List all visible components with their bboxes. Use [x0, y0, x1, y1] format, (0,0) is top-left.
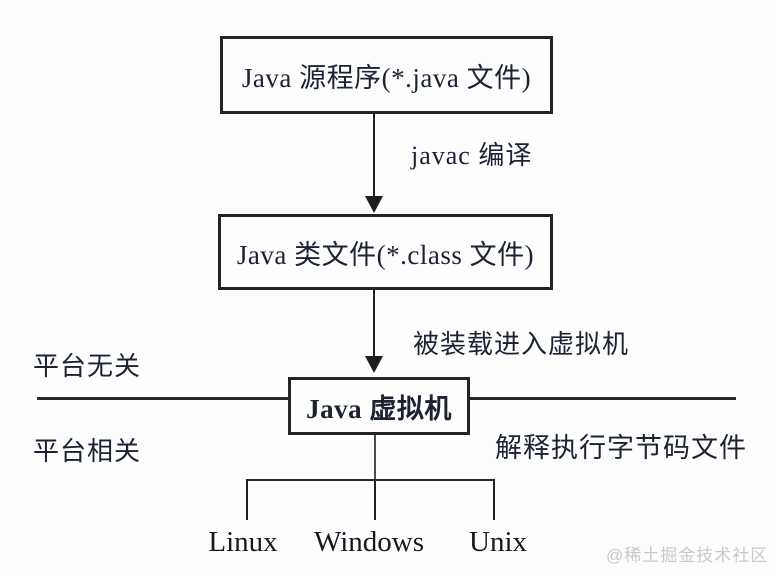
tree-crossbar-line	[246, 479, 495, 481]
node-java-class: Java 类文件(*.class 文件)	[218, 214, 553, 290]
divider-line-left	[37, 397, 288, 400]
load-edge-label: 被装载进入虚拟机	[413, 330, 630, 359]
node-java-source: Java 源程序(*.java 文件)	[220, 36, 553, 114]
node-java-class-label: Java 类文件(*.class 文件)	[236, 239, 535, 270]
divider-line-right	[470, 397, 736, 400]
compile-arrow-line	[373, 114, 375, 197]
tree-branch-middle-line	[374, 479, 376, 520]
watermark: @稀土掘金技术社区	[606, 546, 769, 565]
tree-branch-right-line	[493, 479, 495, 520]
platform-dependent-label: 平台相关	[33, 437, 142, 466]
platform-label-unix: Unix	[469, 526, 527, 558]
node-jvm-label: Java 虚拟机	[306, 393, 452, 424]
platform-label-linux: Linux	[208, 526, 278, 558]
load-arrow-line	[373, 290, 375, 357]
tree-branch-left-line	[246, 479, 248, 520]
arrow-down-icon	[365, 356, 383, 373]
arrow-down-icon	[365, 196, 383, 213]
node-jvm: Java 虚拟机	[288, 377, 470, 435]
interpret-edge-label: 解释执行字节码文件	[495, 433, 747, 463]
platform-label-windows: Windows	[314, 526, 424, 558]
platform-independent-label: 平台无关	[33, 352, 142, 381]
compile-edge-label: javac 编译	[411, 141, 533, 170]
node-java-source-label: Java 源程序(*.java 文件)	[241, 62, 532, 93]
tree-stem-line	[374, 435, 376, 480]
